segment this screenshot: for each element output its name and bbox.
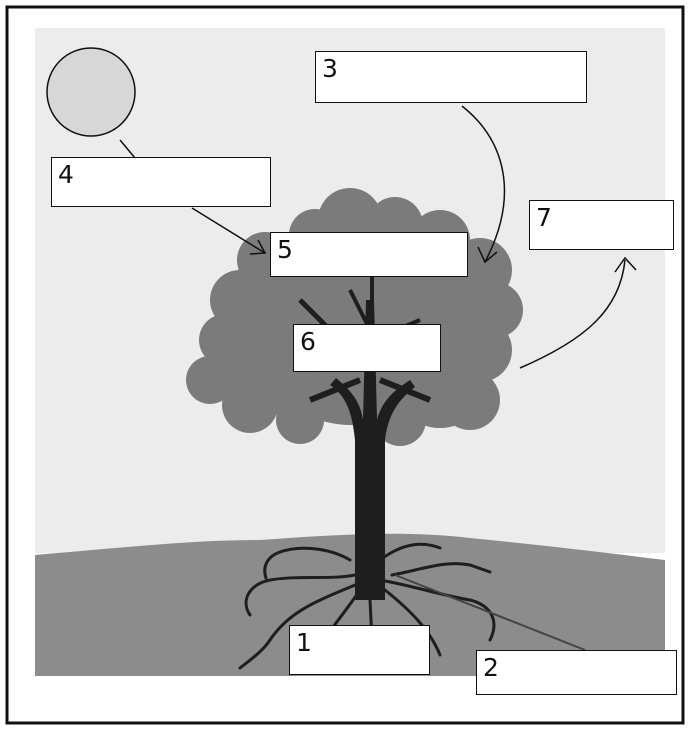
label-box-7: 7: [529, 200, 674, 250]
pointer-line-2: [394, 574, 586, 651]
arrowhead-4: [249, 239, 267, 255]
label-box-2: 2: [476, 650, 677, 695]
label-box-3: 3: [315, 51, 587, 103]
sun: [46, 47, 136, 137]
label-number-1: 1: [296, 628, 312, 657]
label-number-6: 6: [300, 327, 316, 356]
arrowhead-7: [614, 256, 637, 273]
label-box-1: 1: [289, 625, 430, 675]
label-box-6: 6: [293, 324, 441, 372]
arrowhead-3: [477, 246, 498, 264]
label-number-4: 4: [58, 160, 74, 189]
label-number-5: 5: [277, 235, 293, 264]
connector-sun: [119, 139, 136, 159]
arrow-4-to-canopy: [191, 207, 266, 254]
arrow-3-to-canopy: [461, 105, 506, 263]
label-box-4: 4: [51, 157, 271, 207]
label-number-3: 3: [322, 54, 338, 83]
label-box-5: 5: [270, 232, 468, 277]
arrow-canopy-to-7: [519, 259, 626, 369]
label-number-2: 2: [483, 653, 499, 682]
label-number-7: 7: [536, 203, 552, 232]
